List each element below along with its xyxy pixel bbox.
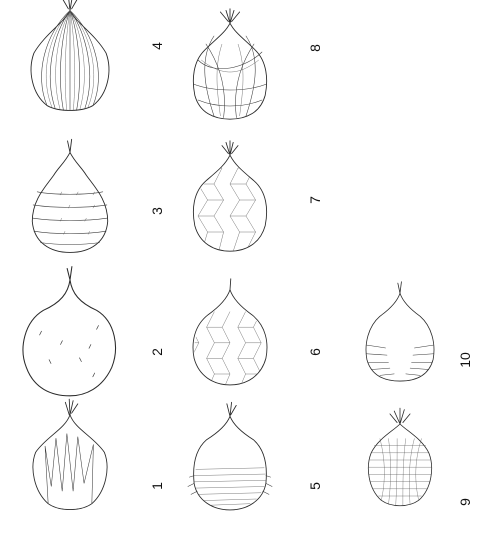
figure-label-4: 4 bbox=[149, 42, 165, 50]
figure-label-1: 1 bbox=[149, 482, 165, 490]
figure-label-8: 8 bbox=[307, 44, 323, 52]
bulb-figure-1 bbox=[33, 399, 107, 509]
bulb-figure-5 bbox=[188, 402, 272, 510]
bulb-figure-7 bbox=[193, 141, 266, 251]
bulb-figure-9 bbox=[368, 408, 431, 506]
figure-label-9: 9 bbox=[457, 498, 473, 506]
bulb-figure-10 bbox=[366, 282, 434, 381]
figure-label-3: 3 bbox=[149, 207, 165, 215]
bulb-figure-4 bbox=[31, 0, 109, 110]
bulb-figure-8 bbox=[193, 9, 267, 119]
figure-label-10: 10 bbox=[457, 352, 473, 368]
bulb-figure-3 bbox=[32, 139, 107, 252]
figure-label-2: 2 bbox=[149, 348, 165, 356]
figure-label-7: 7 bbox=[307, 196, 323, 204]
bulb-figure-6 bbox=[191, 279, 267, 385]
figure-label-5: 5 bbox=[307, 482, 323, 490]
bulb-figure-2 bbox=[23, 267, 115, 396]
figure-label-6: 6 bbox=[307, 348, 323, 356]
